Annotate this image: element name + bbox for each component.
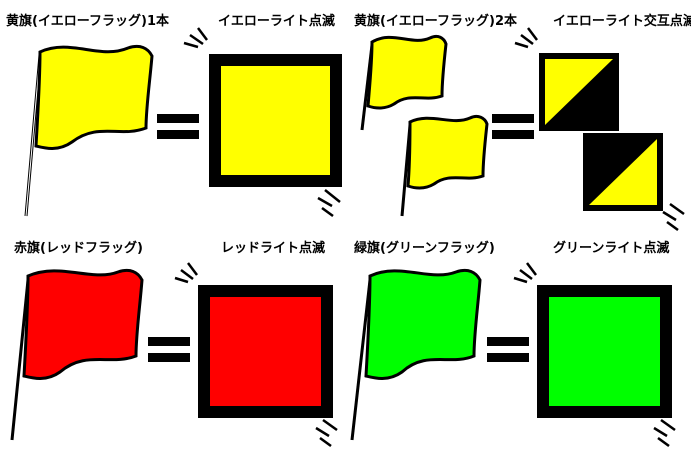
yellow-flag-single (26, 46, 152, 216)
blink-marks-top-left-3 (175, 263, 197, 282)
yellow-flag-double-2 (402, 116, 487, 216)
alternate-light-upper (539, 53, 619, 131)
blink-marks-bottom-right-2 (663, 204, 684, 230)
equals-sign-4 (487, 337, 529, 362)
yellow-light-square (209, 54, 342, 187)
equals-sign-1 (157, 114, 199, 139)
yellow-flag-cloth (36, 46, 152, 148)
blink-marks-top-left-1 (184, 28, 207, 47)
blink-marks-bottom-right-4 (654, 420, 675, 446)
alternate-light-lower (583, 133, 663, 211)
equals-sign-2 (492, 114, 534, 139)
green-light-square (537, 285, 672, 418)
blink-marks-bottom-right-3 (316, 420, 337, 446)
blink-marks-bottom-right-1 (318, 190, 340, 216)
equals-sign-3 (148, 337, 190, 362)
blink-marks-top-left-4 (514, 263, 536, 282)
blink-marks-top-left-2 (515, 28, 537, 47)
yellow-flag-double-1 (362, 36, 446, 130)
red-light-square (198, 285, 333, 418)
green-flag (352, 270, 480, 440)
red-flag (12, 270, 142, 440)
